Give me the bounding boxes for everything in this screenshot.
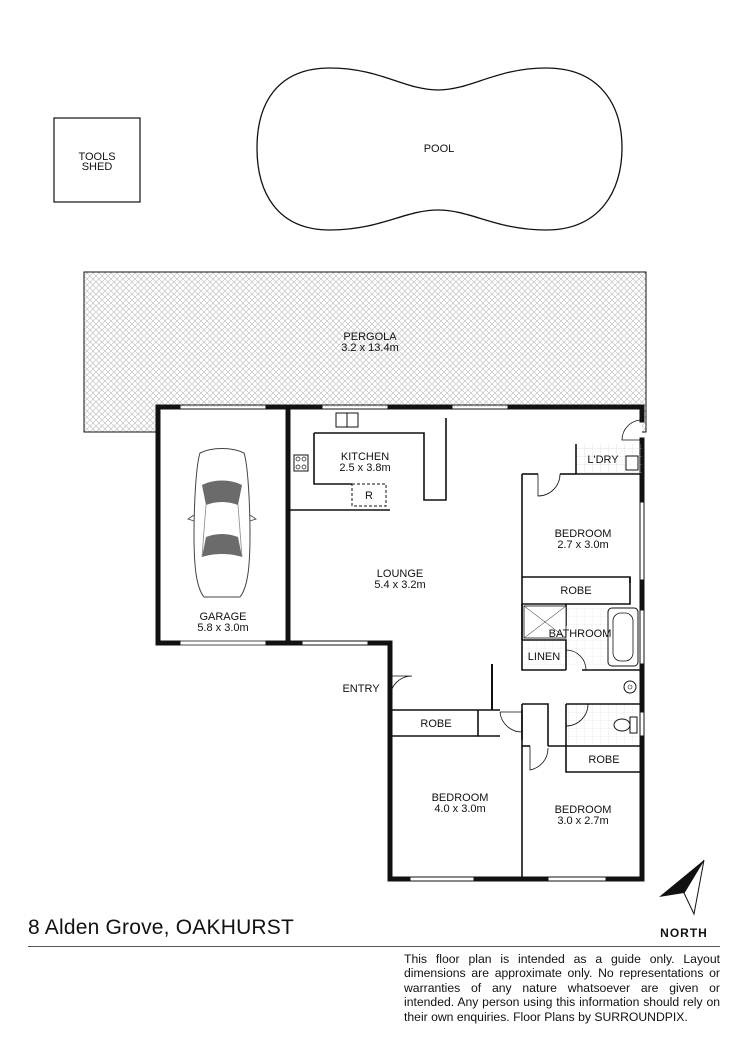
garage-label: GARAGE [199, 611, 246, 623]
north-label: NORTH [660, 926, 708, 940]
divider [28, 946, 720, 947]
bedroom-1-door [537, 473, 561, 497]
pergola-size: 3.2 x 13.4m [341, 342, 398, 354]
kitchen-size: 2.5 x 3.8m [339, 462, 390, 474]
garage-door-ticks [178, 640, 268, 646]
house-floor [158, 407, 642, 879]
entry-label: ENTRY [342, 683, 380, 695]
entry-door [389, 675, 413, 699]
tools-shed-label-1: TOOLS [78, 151, 115, 163]
wc-door [565, 703, 589, 727]
north-arrow-icon [659, 859, 705, 916]
kitchen-label: KITCHEN [341, 451, 389, 463]
tools-shed [53, 117, 141, 203]
lounge-size: 5.4 x 3.2m [374, 579, 425, 591]
laundry-door [621, 419, 643, 441]
bedroom-2-label: BEDROOM [432, 792, 489, 804]
toilet [613, 718, 631, 732]
bedroom-3-walls [521, 745, 642, 879]
linen-label: LINEN [528, 651, 560, 663]
cooktop [293, 454, 309, 472]
bedroom-3-size: 3.0 x 2.7m [557, 815, 608, 827]
garage-size: 5.8 x 3.0m [197, 622, 248, 634]
bedroom-3-door [529, 746, 549, 771]
robe-2-label: ROBE [420, 718, 451, 730]
pool-outline [256, 67, 623, 231]
tools-shed-label-2: SHED [82, 161, 113, 173]
basin [623, 680, 637, 694]
property-address: 8 Alden Grove, OAKHURST [28, 916, 295, 939]
bedroom-2-door [499, 711, 523, 733]
bathroom-label: BATHROOM [549, 628, 612, 640]
pergola-label: PERGOLA [343, 331, 397, 343]
robe-3-label: ROBE [588, 754, 619, 766]
robe-1-label: ROBE [560, 585, 591, 597]
fridge-label: R [365, 490, 373, 502]
kitchen-walls [288, 418, 447, 511]
bedroom-2-size: 4.0 x 3.0m [434, 803, 485, 815]
pool-label: POOL [424, 143, 455, 155]
lounge-label: LOUNGE [377, 568, 423, 580]
bedroom-1-label: BEDROOM [555, 528, 612, 540]
bedroom-3-label: BEDROOM [555, 804, 612, 816]
bedroom-1-size: 2.7 x 3.0m [557, 539, 608, 551]
laundry-label: L'DRY [587, 454, 619, 466]
exterior-walls [155, 404, 645, 882]
fridge [351, 483, 387, 507]
bathtub [607, 607, 639, 667]
laundry-tub [625, 455, 639, 471]
car-icon [187, 448, 257, 598]
disclaimer-text: This floor plan is intended as a guide o… [404, 952, 720, 1024]
bathroom-door [565, 649, 587, 671]
